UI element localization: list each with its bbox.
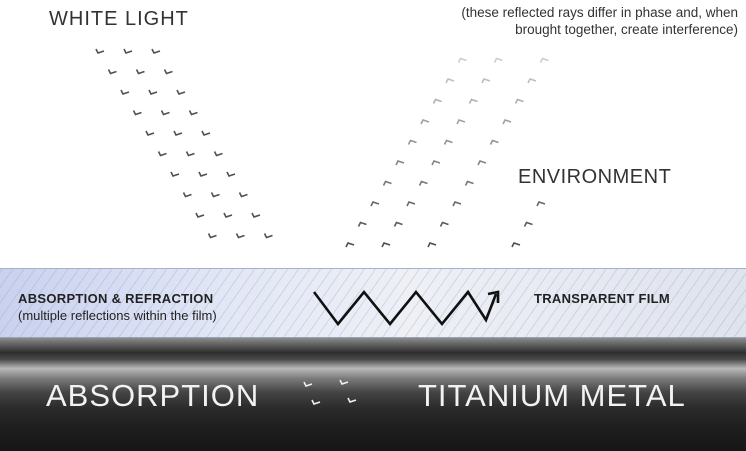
incoming-ray-arrow [160, 110, 170, 116]
incoming-ray-arrow [207, 233, 217, 239]
interference-note-line-1: (these reflected rays differ in phase an… [461, 5, 738, 20]
reflected-ray-arrow [420, 119, 430, 125]
incoming-ray-arrow [148, 89, 158, 95]
reflected-ray-arrow [511, 242, 521, 248]
absorption-metal-label: ABSORPTION [46, 378, 260, 413]
reflected-ray-arrow [464, 180, 474, 186]
reflected-ray-arrow [514, 98, 524, 104]
incoming-ray-arrow [238, 192, 248, 198]
reflected-ray-arrow [393, 221, 403, 227]
incoming-ray-arrow [132, 110, 142, 116]
reflected-ray-arrow [439, 221, 449, 227]
zigzag-arrowhead [487, 290, 500, 303]
interference-note: (these reflected rays differ in phase an… [300, 4, 738, 38]
reflected-ray-arrow [432, 98, 442, 104]
reflected-ray-arrow [431, 160, 441, 166]
reflected-ray-arrow [382, 180, 392, 186]
reflected-ray-arrow [445, 78, 455, 84]
incoming-ray-arrow [182, 192, 192, 198]
absorption-refraction-label: ABSORPTION & REFRACTION [18, 291, 214, 306]
incoming-ray-arrow [157, 151, 167, 157]
reflected-ray-arrow [536, 201, 546, 207]
reflected-ray-arrow [523, 221, 533, 227]
incoming-ray-arrow [235, 233, 245, 239]
incoming-ray-arrow [210, 192, 220, 198]
incoming-ray-arrow [120, 89, 130, 95]
environment-label: ENVIRONMENT [518, 166, 672, 188]
incoming-ray-arrow [170, 171, 180, 177]
reflected-ray-arrow [527, 78, 537, 84]
reflected-ray-arrow [502, 119, 512, 125]
reflected-ray-arrow [427, 242, 437, 248]
interference-note-line-2: brought together, create interference) [515, 22, 738, 37]
reflected-ray-arrow [407, 139, 417, 145]
ray-arrows [95, 48, 549, 248]
reflected-ray-arrow [357, 221, 367, 227]
titanium-metal-label: TITANIUM METAL [418, 378, 686, 413]
incoming-ray-arrow [163, 69, 173, 75]
incoming-ray-arrow [107, 69, 117, 75]
reflected-ray-arrow [443, 139, 453, 145]
reflected-ray-arrow [370, 201, 380, 207]
reflected-ray-arrow [539, 57, 549, 63]
reflected-ray-arrow [481, 78, 491, 84]
reflected-ray-arrow [457, 57, 467, 63]
incoming-ray-arrow [135, 69, 145, 75]
incoming-ray-arrow [95, 48, 105, 54]
incoming-ray-arrow [226, 171, 236, 177]
incoming-ray-arrow [223, 212, 233, 218]
incoming-ray-arrow [251, 212, 261, 218]
absorbed-ray-mark [303, 381, 313, 387]
reflected-ray-arrow [381, 242, 391, 248]
reflected-ray-arrow [456, 119, 466, 125]
incoming-ray-arrow [145, 130, 155, 136]
incoming-ray-arrow [173, 130, 183, 136]
incoming-ray-arrow [123, 48, 133, 54]
reflected-ray-arrow [477, 160, 487, 166]
reflected-ray-arrow [418, 180, 428, 186]
reflected-ray-arrow [468, 98, 478, 104]
absorbed-ray-mark [339, 379, 349, 385]
incoming-ray-arrow [198, 171, 208, 177]
zigzag-reflection-arrow-icon [312, 289, 500, 327]
reflected-ray-arrow [395, 160, 405, 166]
reflected-ray-arrow [493, 57, 503, 63]
incoming-ray-arrow [176, 89, 186, 95]
zigzag-path [312, 289, 498, 327]
reflected-ray-arrow [406, 201, 416, 207]
incoming-ray-arrow [195, 212, 205, 218]
titanium-metal-layer [0, 338, 746, 451]
incoming-ray-arrow [201, 130, 211, 136]
reflected-ray-arrow [345, 242, 355, 248]
multiple-reflections-label: (multiple reflections within the film) [18, 308, 217, 323]
white-light-label: WHITE LIGHT [49, 8, 189, 30]
absorbed-ray-mark [311, 399, 321, 405]
incoming-ray-arrow [151, 48, 161, 54]
reflected-ray-arrow [489, 139, 499, 145]
incoming-ray-arrow [213, 151, 223, 157]
incoming-ray-arrow [263, 233, 273, 239]
absorbed-ray-mark [347, 397, 357, 403]
reflected-ray-arrow [452, 201, 462, 207]
incoming-ray-arrow [188, 110, 198, 116]
transparent-film-label: TRANSPARENT FILM [534, 291, 670, 306]
incoming-ray-arrow [185, 151, 195, 157]
